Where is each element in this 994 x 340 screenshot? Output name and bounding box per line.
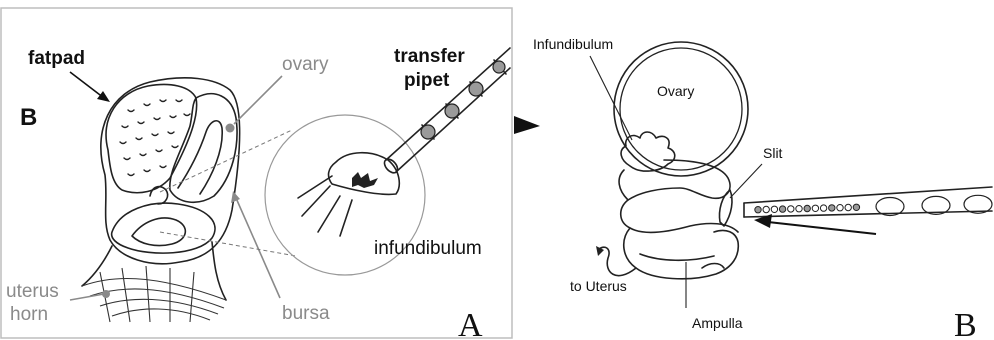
pipet-embryo bbox=[755, 207, 761, 213]
ovary-inner-ring bbox=[620, 48, 742, 170]
uterus-horn-label-line2: horn bbox=[10, 304, 48, 325]
bursa-label: bursa bbox=[282, 303, 330, 324]
bursa-pointer bbox=[236, 198, 280, 298]
pipet-embryo-2 bbox=[445, 104, 459, 118]
panel-a-letter: A bbox=[458, 307, 483, 340]
bursa-envelope bbox=[101, 78, 240, 264]
pipet-embryo bbox=[837, 205, 843, 211]
pipet-embryo bbox=[845, 204, 851, 210]
panel-b: Infundibulum Ovary Slit to Uterus Ampull… bbox=[514, 36, 992, 340]
slit-pointer bbox=[730, 164, 762, 198]
uterus-tail bbox=[598, 247, 636, 275]
transfer-pipet-label-line2: pipet bbox=[404, 70, 450, 91]
pipet-embryo bbox=[788, 206, 794, 212]
oviduct-coil-lower bbox=[624, 228, 739, 279]
ampulla-small-fold bbox=[702, 264, 724, 269]
infundibulum-label-a: infundibulum bbox=[374, 238, 482, 259]
uterus-horn-label-line1: uterus bbox=[6, 281, 59, 302]
pipet-embryo bbox=[771, 206, 777, 212]
ovary-label-b: Ovary bbox=[657, 83, 694, 99]
panel-a-inset-letter: B bbox=[20, 104, 37, 131]
transfer-pipet bbox=[382, 48, 510, 175]
uterus-horn-pointer bbox=[70, 294, 104, 300]
ampulla-fold bbox=[640, 254, 714, 260]
slit-mark bbox=[719, 190, 732, 226]
ovary-marker bbox=[226, 124, 235, 133]
pipet-embryo bbox=[820, 205, 826, 211]
pipet-embryo bbox=[853, 204, 859, 210]
panel-b-letter: B bbox=[954, 307, 977, 340]
ovary-pointer bbox=[234, 76, 282, 124]
ovary-outer-ring bbox=[614, 42, 748, 176]
panel-a: B fatpad bbox=[1, 8, 512, 340]
pipet-embryo bbox=[779, 206, 785, 212]
pipet-embryo bbox=[796, 206, 802, 212]
ovary-label: ovary bbox=[282, 54, 329, 75]
pipet-embryo bbox=[763, 206, 769, 212]
panel-pointer-arrowhead bbox=[514, 116, 540, 134]
pipet-embryo-3 bbox=[469, 82, 483, 96]
infundibulum-pointer-b bbox=[590, 56, 632, 140]
uterus-horn-marker bbox=[102, 290, 110, 298]
ampulla-label: Ampulla bbox=[692, 315, 743, 331]
slit-label: Slit bbox=[763, 145, 783, 161]
fatpad-dots bbox=[120, 100, 190, 176]
fatpad-label: fatpad bbox=[28, 48, 85, 69]
to-uterus-label: to Uterus bbox=[570, 278, 627, 294]
pipet-embryo bbox=[812, 205, 818, 211]
transfer-pipet-label-line1: transfer bbox=[394, 46, 465, 67]
bursa-pointer-arrowhead bbox=[231, 191, 240, 203]
pipet-embryo bbox=[804, 205, 810, 211]
oviduct-coil bbox=[178, 121, 222, 194]
bursa-inner-fold bbox=[132, 218, 185, 246]
fatpad-arrow bbox=[70, 72, 110, 102]
pipet-embryo-4 bbox=[493, 61, 505, 73]
infundibulum-small bbox=[150, 187, 168, 204]
infundibulum-label-b: Infundibulum bbox=[533, 36, 613, 52]
oviduct-coil-outer bbox=[619, 170, 628, 200]
pipet-embryo bbox=[829, 205, 835, 211]
fatpad bbox=[106, 85, 197, 193]
pipet-embryo-1 bbox=[421, 125, 435, 139]
